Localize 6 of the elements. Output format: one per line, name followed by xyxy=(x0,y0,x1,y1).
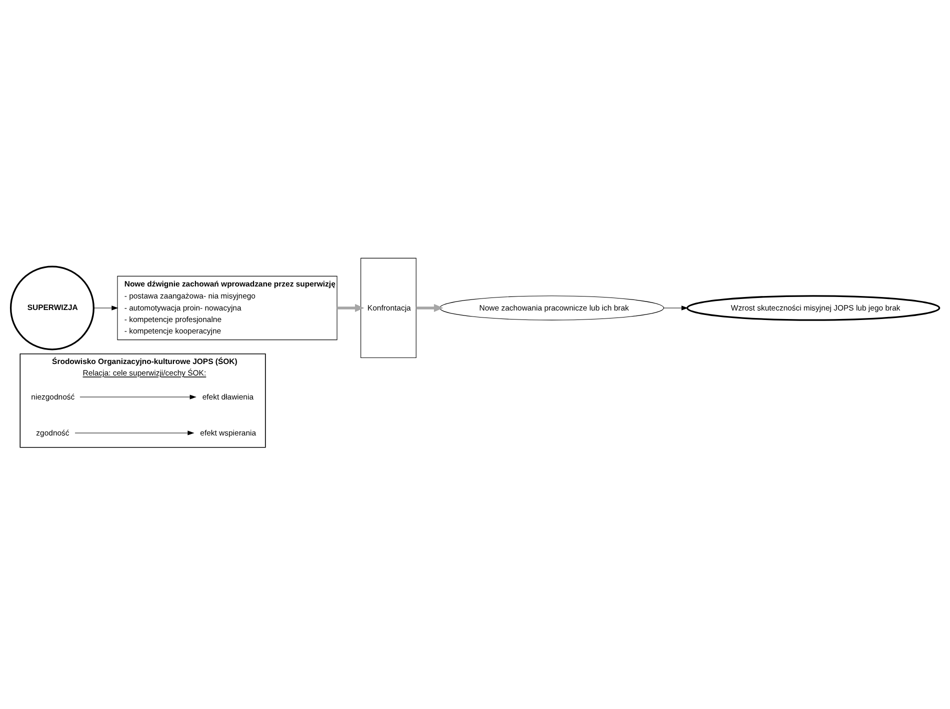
arrow xyxy=(663,305,688,310)
arrow xyxy=(80,394,196,399)
arrow xyxy=(416,303,444,312)
arrow xyxy=(94,305,118,310)
arrow xyxy=(74,430,194,435)
arrow xyxy=(337,303,364,312)
